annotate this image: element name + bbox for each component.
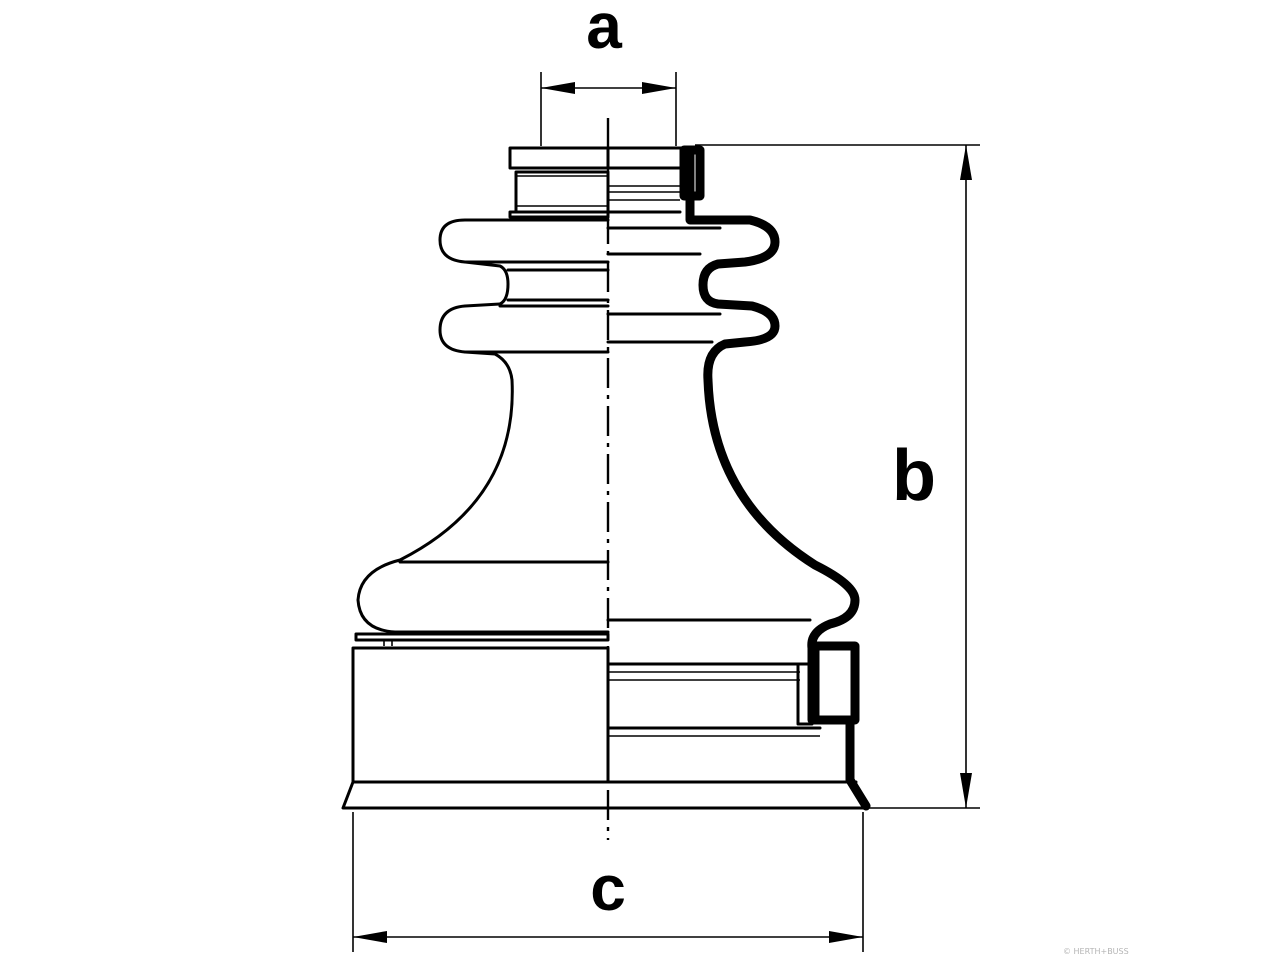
small-clamp: [679, 145, 705, 201]
clamp-band: [810, 641, 860, 725]
small-end-lip: [508, 210, 610, 219]
boot-section-right: [606, 145, 871, 811]
large-end-collar: [351, 646, 610, 784]
small-end-collar: [508, 146, 610, 170]
watermark-text: © HERTH+BUSS: [1063, 947, 1129, 956]
dimension-c: c: [352, 812, 864, 952]
large-end-ring: [354, 632, 610, 642]
convolution-2: [438, 302, 514, 382]
dimension-b: b: [695, 144, 980, 809]
boot-cone-left: [356, 378, 514, 634]
dimension-a-label: a: [586, 0, 622, 62]
boot-wall-section: [685, 145, 871, 811]
clamp-inner-step: [796, 662, 814, 726]
dimension-a: a: [540, 0, 677, 146]
large-end-flange: [341, 780, 610, 810]
dimension-b-label: b: [892, 436, 936, 516]
dimension-c-label: c: [590, 852, 626, 924]
boot-outline-left: [341, 146, 610, 810]
